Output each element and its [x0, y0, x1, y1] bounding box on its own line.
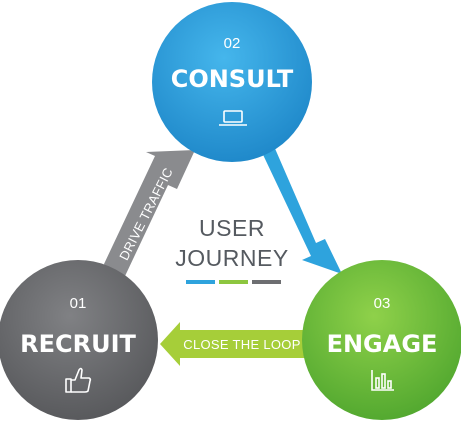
arrow-close-the-loop: CLOSE THE LOOP [160, 322, 312, 366]
arrow-collect-input-shape [257, 137, 342, 274]
stage-engage-number: 03 [374, 295, 391, 312]
center-title-line1: USER [199, 215, 265, 241]
arrow-close-the-loop-label: CLOSE THE LOOP [183, 337, 300, 352]
stage-consult-number: 02 [224, 35, 241, 52]
stage-engage-circle [302, 260, 461, 420]
stage-recruit-number: 01 [70, 295, 87, 312]
stage-consult-circle [152, 2, 312, 162]
center-title: USER JOURNEY [175, 215, 288, 284]
laptop-icon [219, 110, 247, 126]
center-bar-blue [186, 280, 215, 284]
center-title-line2: JOURNEY [175, 245, 288, 271]
arrow-close-the-loop-shape [160, 322, 312, 366]
stage-engage-title: ENGAGE [327, 330, 438, 358]
arrow-drive-traffic-shape [104, 150, 195, 293]
center-bar-gray [252, 280, 281, 284]
bar-chart-icon [371, 370, 394, 391]
stage-consult: 02 CONSULT [152, 2, 312, 162]
stage-recruit-circle [0, 260, 158, 420]
thumbs-up-icon [65, 367, 92, 393]
stage-consult-title: CONSULT [171, 65, 294, 93]
stage-recruit-title: RECRUIT [20, 330, 136, 358]
stage-engage: 03 ENGAGE [302, 260, 461, 420]
center-bar-green [219, 280, 248, 284]
stage-recruit: 01 RECRUIT [0, 260, 158, 420]
